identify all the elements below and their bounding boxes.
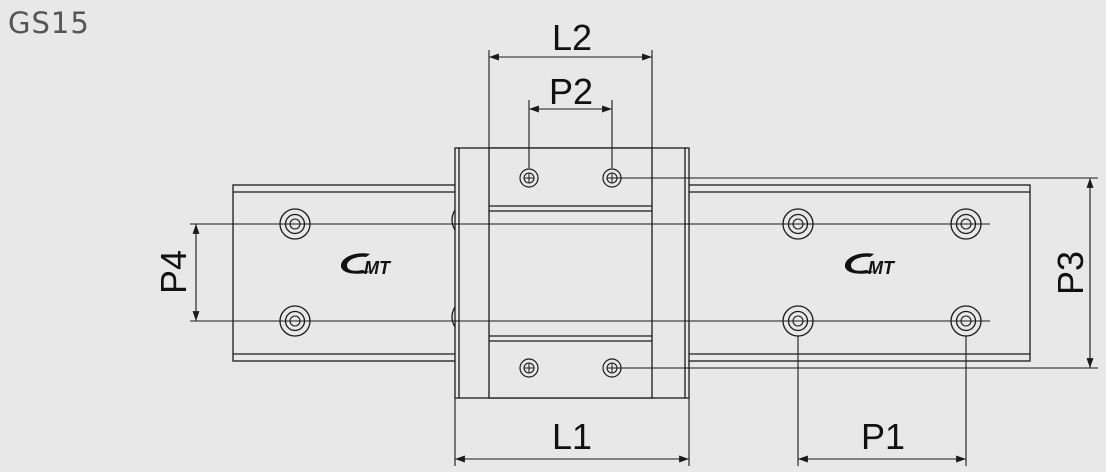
gmt-logo-icon: MT (340, 253, 392, 278)
svg-text:MT: MT (364, 258, 392, 278)
label-p3: P3 (1050, 251, 1091, 295)
label-l1: L1 (552, 416, 592, 457)
label-p1: P1 (861, 416, 905, 457)
carriage-block (451, 147, 690, 399)
center-lines (190, 177, 1098, 369)
label-p2: P2 (549, 71, 593, 112)
model-label: GS15 (8, 6, 90, 40)
svg-text:MT: MT (868, 258, 896, 278)
dimension-p1 (797, 336, 967, 466)
label-p4: P4 (153, 250, 194, 294)
dimension-l1 (454, 398, 690, 466)
gmt-logo-icon: MT (844, 253, 896, 278)
label-l2: L2 (552, 17, 592, 58)
dimension-l2 (488, 50, 653, 148)
dimension-p2 (528, 100, 613, 168)
